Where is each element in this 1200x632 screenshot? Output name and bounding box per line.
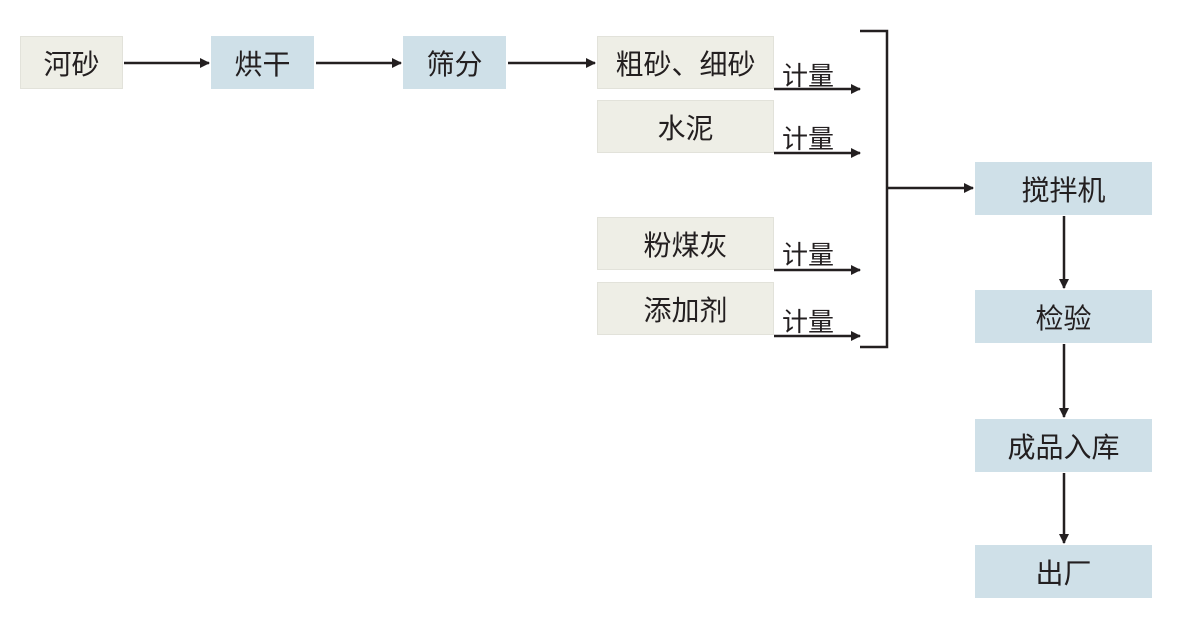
node-cement: 水泥 (597, 100, 774, 153)
node-additive: 添加剂 (597, 282, 774, 335)
metering-label: 计量 (782, 308, 835, 338)
node-drying: 烘干 (211, 36, 314, 89)
node-coarse-fine-sand: 粗砂、细砂 (597, 36, 774, 89)
metering-label: 计量 (782, 241, 835, 271)
metering-label: 计量 (782, 125, 835, 155)
node-inspection: 检验 (975, 290, 1152, 343)
node-fly-ash: 粉煤灰 (597, 217, 774, 270)
node-mixer: 搅拌机 (975, 162, 1152, 215)
node-river-sand: 河砂 (20, 36, 123, 89)
node-screening: 筛分 (403, 36, 506, 89)
metering-label: 计量 (782, 62, 835, 92)
node-storage: 成品入库 (975, 419, 1152, 472)
node-shipment: 出厂 (975, 545, 1152, 598)
merge-bracket (860, 29, 889, 349)
